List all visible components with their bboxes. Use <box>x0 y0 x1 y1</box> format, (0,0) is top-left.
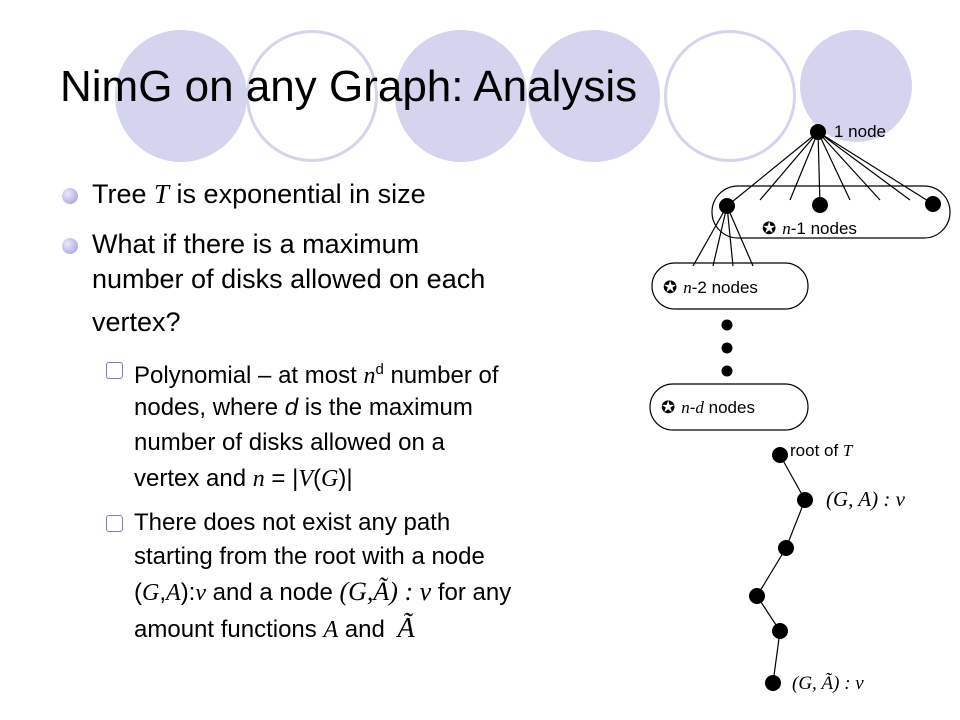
slide-title: NimG on any Graph: Analysis <box>60 62 638 111</box>
label-GA-v: (G, A) : v <box>826 487 906 511</box>
path-node <box>772 623 788 639</box>
node-top <box>810 124 826 140</box>
label-1-node: 1 node <box>834 122 886 141</box>
node-level1-a <box>719 198 735 214</box>
node-GAtilde <box>765 675 781 691</box>
deco-circle-6 <box>800 30 912 142</box>
root-path <box>756 454 806 684</box>
deco-circle-2 <box>246 30 378 162</box>
label-n-minus-1: ✪n-1 nodes <box>762 219 857 238</box>
edge <box>712 205 728 267</box>
deco-circle-3 <box>395 30 527 162</box>
deco-circle-1 <box>115 30 247 162</box>
star-bullet-icon: ✪ <box>762 219 776 238</box>
node-GA <box>797 492 813 508</box>
edge <box>817 131 821 206</box>
edge <box>726 205 734 267</box>
ellipsis-dot <box>721 365 733 377</box>
edge <box>726 131 819 207</box>
bullet-dot-icon <box>62 238 78 254</box>
edge <box>692 205 728 267</box>
path-node <box>778 540 794 556</box>
edge <box>759 131 819 201</box>
label-n-minus-d: ✪n-d nodes <box>661 398 755 417</box>
deco-circle-4 <box>528 30 660 162</box>
ellipsis-dot <box>721 342 733 354</box>
path-node <box>749 588 765 604</box>
edge <box>817 131 934 205</box>
label-n-minus-2: ✪n-2 nodes <box>663 278 758 297</box>
label-root-of-T: root of T <box>790 441 854 460</box>
subbullet-square-icon <box>106 515 123 532</box>
edge <box>817 131 851 201</box>
deco-circle-5 <box>664 30 796 162</box>
edge <box>817 131 881 201</box>
capsule-n-minus-d <box>649 383 809 431</box>
ellipsis-dot <box>721 319 733 331</box>
edge <box>726 205 754 267</box>
node-level1-c <box>925 196 941 212</box>
subbullet-square-icon <box>106 362 123 379</box>
star-bullet-icon: ✪ <box>663 278 677 297</box>
label-GAtilde-v: (G, Ã) : v <box>792 673 864 694</box>
node-level1-b <box>812 197 828 213</box>
capsule-n-minus-1 <box>711 185 951 239</box>
capsule-n-minus-2 <box>651 262 809 310</box>
edge <box>817 131 911 201</box>
node-root <box>772 447 788 463</box>
bullet-dot-icon <box>62 188 78 204</box>
star-bullet-icon: ✪ <box>661 398 675 417</box>
edge <box>789 131 819 201</box>
